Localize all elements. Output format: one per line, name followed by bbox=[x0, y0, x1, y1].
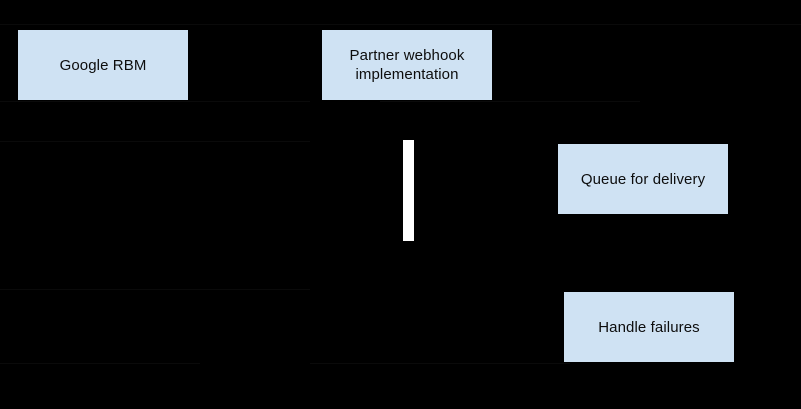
node-partner-webhook-implementation[interactable]: Partner webhook implementation bbox=[322, 30, 492, 100]
hairline-under-top-row bbox=[0, 101, 310, 102]
node-handle-failures[interactable]: Handle failures bbox=[564, 292, 734, 362]
hairline-bottom-right bbox=[310, 363, 570, 364]
hairline-bottom-left bbox=[0, 363, 200, 364]
hairline-mid-left bbox=[0, 141, 310, 142]
vertical-divider-bar bbox=[403, 140, 414, 241]
hairline-top bbox=[0, 24, 801, 25]
hairline-lower-left bbox=[0, 289, 310, 290]
node-google-rbm[interactable]: Google RBM bbox=[18, 30, 188, 100]
hairline-mid-right bbox=[380, 101, 640, 102]
node-queue-for-delivery[interactable]: Queue for delivery bbox=[558, 144, 728, 214]
